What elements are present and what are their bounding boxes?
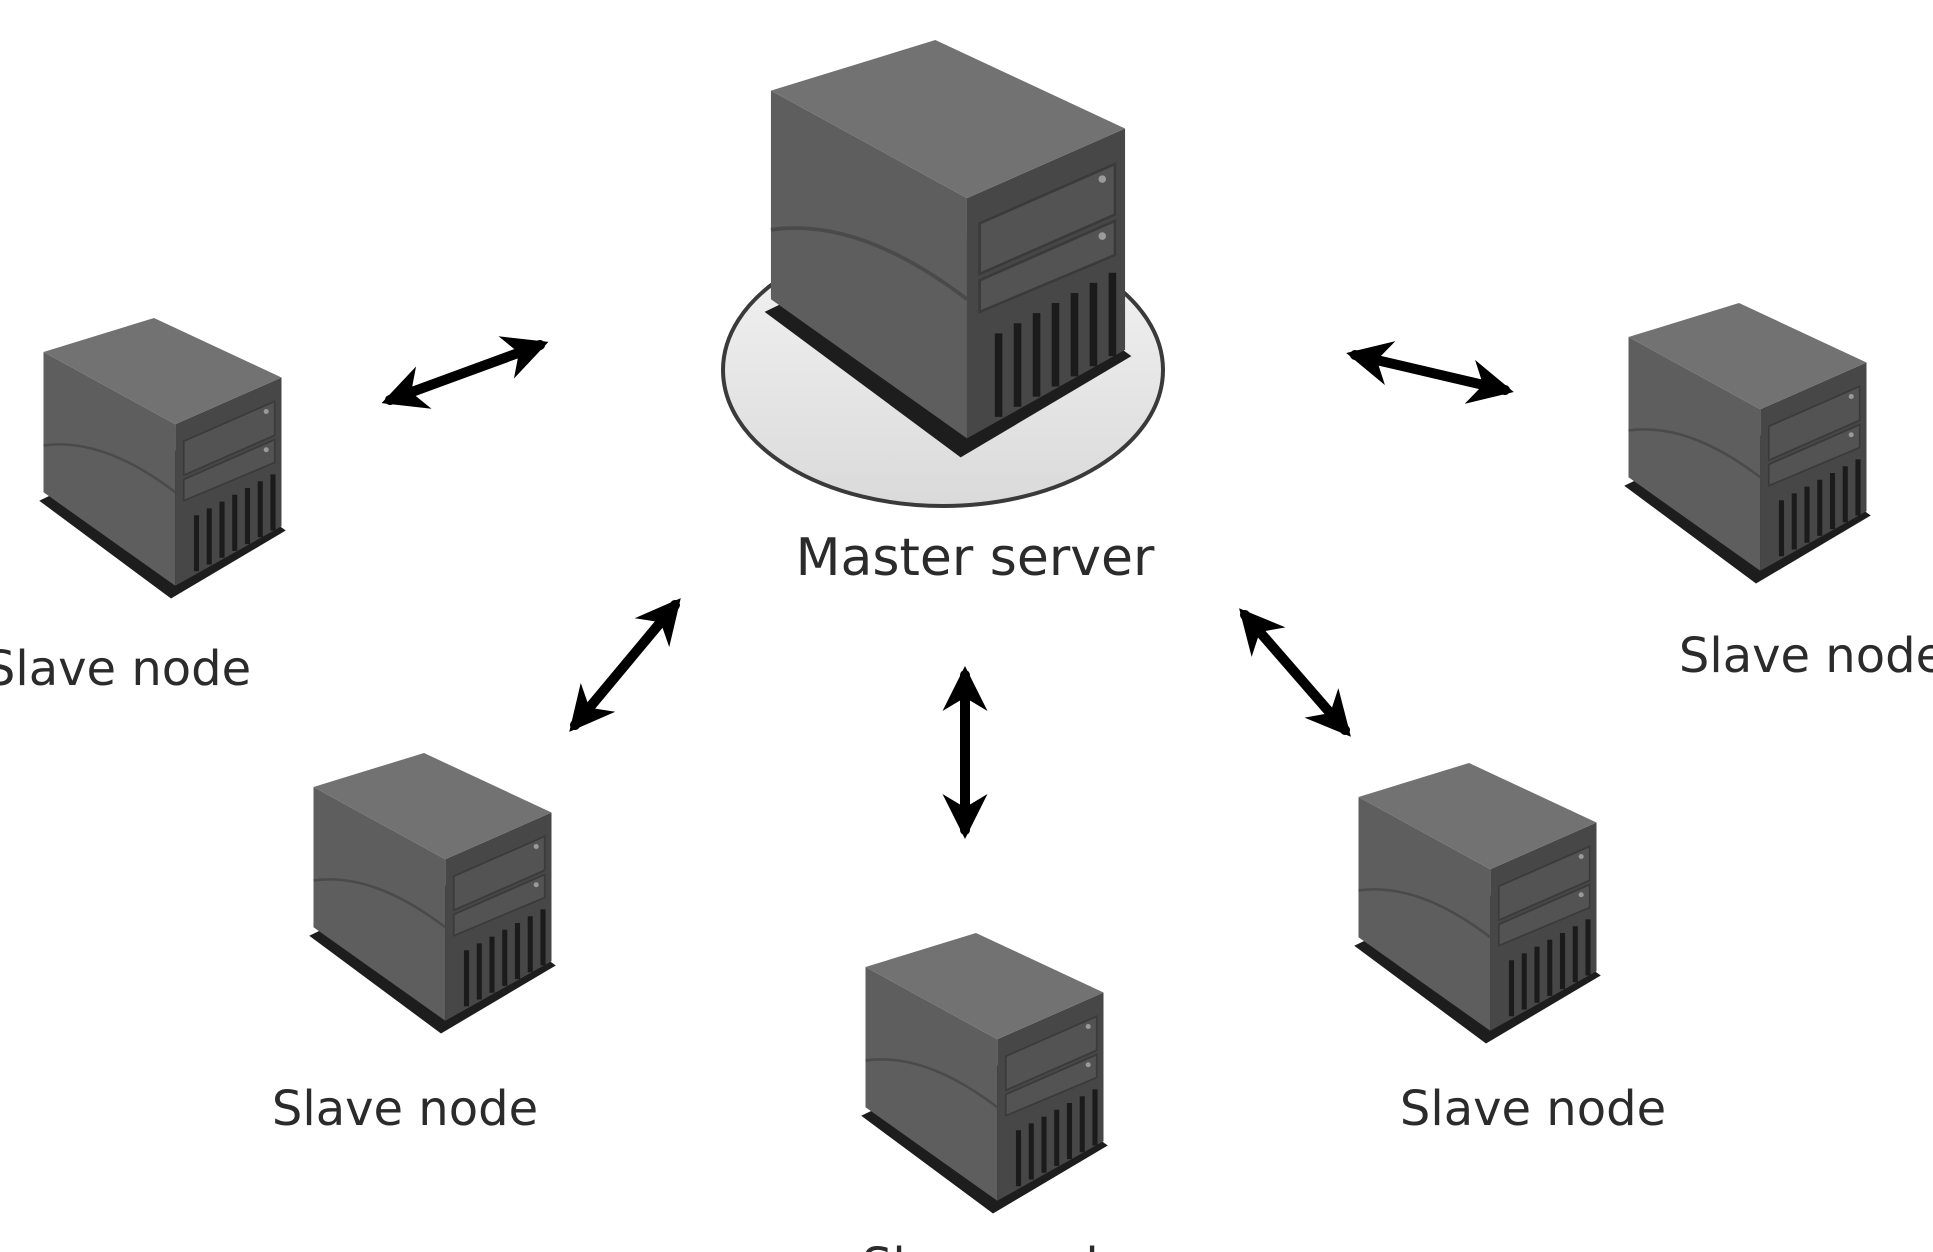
slave-node-label: Slave node — [272, 1081, 538, 1137]
arrow-master-lower-left — [569, 598, 681, 732]
slave-node-label: Slave node — [1679, 628, 1933, 684]
slave-node-label: Slave node — [862, 1238, 1128, 1252]
master-server-label: Master server — [796, 528, 1155, 588]
slave-server-icon — [309, 753, 556, 1034]
slave-server-icon — [39, 318, 286, 599]
slave-node-bottom: Slave node — [861, 933, 1128, 1252]
master-server: Master server — [721, 40, 1165, 588]
slave-node-left: Slave node — [0, 318, 286, 697]
slave-server-icon — [1624, 303, 1871, 584]
slave-node-lower-left: Slave node — [272, 753, 556, 1137]
arrow-master-lower-right — [1239, 608, 1351, 737]
slave-server-icon — [1354, 763, 1601, 1044]
slave-node-right: Slave node — [1624, 303, 1933, 684]
arrow-master-left — [381, 336, 549, 409]
slave-node-label: Slave node — [0, 641, 251, 697]
arrow-master-right — [1346, 341, 1514, 404]
slave-node-lower-right: Slave node — [1354, 763, 1666, 1137]
slave-server-icon — [861, 933, 1108, 1214]
slave-node-label: Slave node — [1400, 1081, 1666, 1137]
